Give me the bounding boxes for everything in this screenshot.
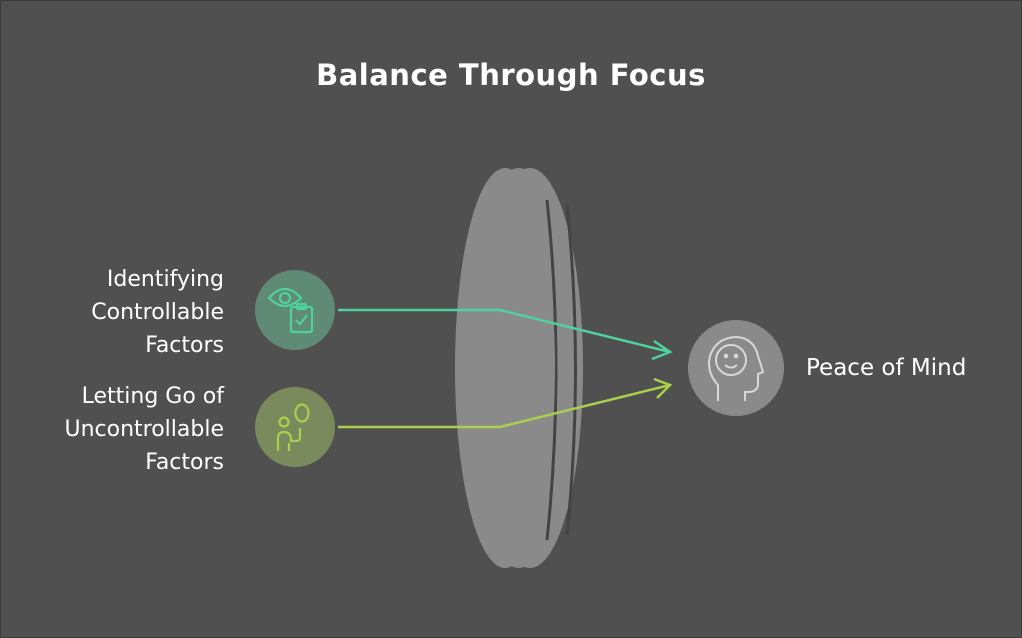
peace-node xyxy=(688,320,784,416)
controllable-node xyxy=(255,270,335,350)
eye-clipboard-icon xyxy=(267,287,314,334)
diagram-title: Balance Through Focus xyxy=(316,58,706,92)
focus-lens xyxy=(455,168,583,568)
head-smile-icon xyxy=(708,335,765,401)
person-balloon-icon xyxy=(276,403,310,451)
label-controllable-factors: Identifying Controllable Factors xyxy=(91,267,224,358)
uncontrollable-node xyxy=(255,387,335,467)
arrow-uncontrollable xyxy=(338,377,673,429)
label-uncontrollable-factors: Letting Go of Uncontrollable Factors xyxy=(64,384,224,475)
label-peace-of-mind: Peace of Mind xyxy=(806,355,967,381)
arrow-controllable xyxy=(338,308,673,361)
